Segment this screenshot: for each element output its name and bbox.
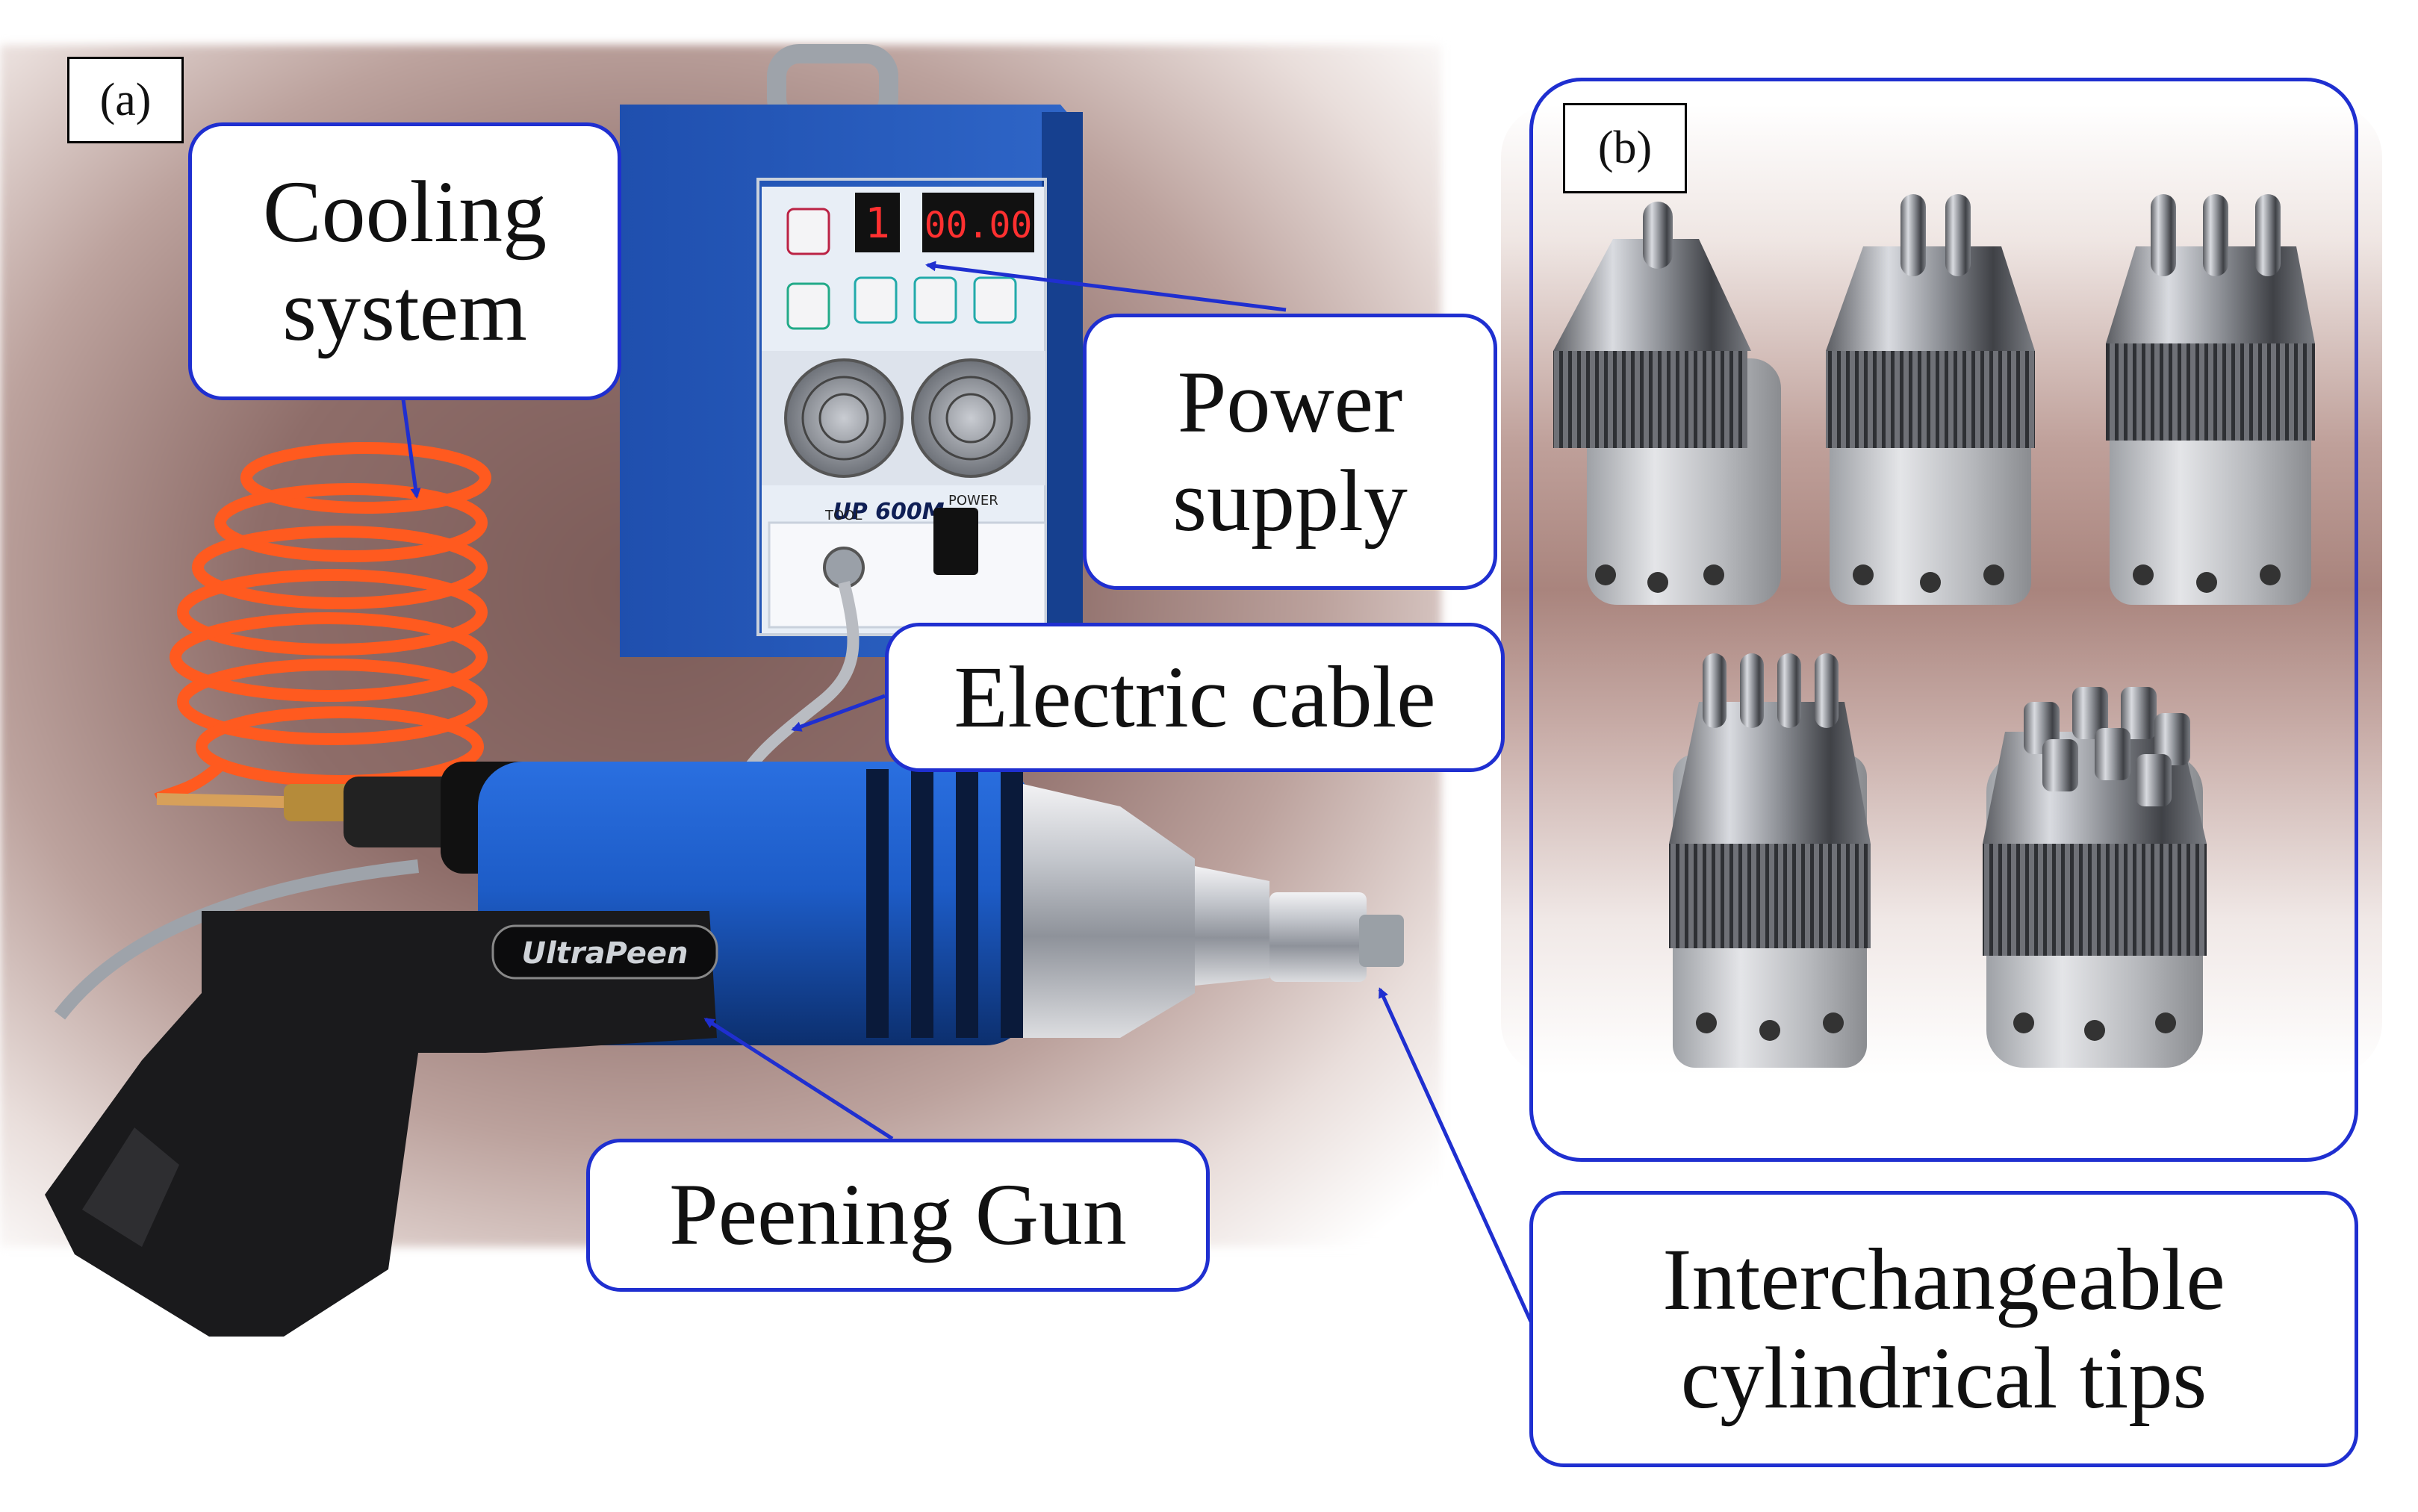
power-switch[interactable] [933, 508, 978, 575]
tool-label: TOOL [824, 508, 862, 523]
select-button[interactable] [913, 276, 957, 324]
tip-2 [1826, 194, 2035, 605]
cable-arrow [791, 694, 886, 732]
set-button[interactable] [973, 276, 1017, 324]
power-label: POWER [948, 493, 998, 508]
peening-gun-label: Peening Gun [586, 1139, 1210, 1292]
display-right: 00.00 [924, 205, 1033, 246]
tips-arrow [1378, 987, 1533, 1323]
cooling-arrow [401, 399, 421, 499]
start-stop-button[interactable] [786, 282, 830, 330]
tip-5 [1983, 687, 2207, 1068]
tip-1 [1553, 202, 1781, 605]
panel-b-tag: (b) [1563, 103, 1687, 193]
power-supply-unit: 1 00.00 UP 600M TOOL POWER [620, 44, 1083, 657]
gun-brand-label: UltraPeen [521, 936, 688, 971]
peening-gun: UltraPeen [45, 762, 1404, 1337]
cooling-system-label: Cooling system [188, 122, 621, 400]
power-arrow [925, 261, 1287, 312]
tool-connector [823, 547, 865, 588]
electric-cable [733, 581, 860, 787]
tip-4 [1669, 653, 1871, 1068]
power-supply-label: Power supply [1083, 314, 1497, 590]
gun-arrow [703, 1017, 894, 1141]
panel-a-tag: (a) [67, 57, 184, 143]
control-button[interactable] [786, 208, 830, 255]
display-left: 1 [865, 199, 890, 248]
cooling-hose [154, 442, 491, 805]
electric-cable-label: Electric cable [885, 623, 1505, 772]
model-label: UP 600M [833, 499, 944, 525]
set-range-button[interactable] [854, 276, 898, 324]
interchangeable-tips-label: Interchangeable cylindrical tips [1529, 1191, 2358, 1467]
panel-b-frame [1529, 78, 2358, 1162]
tip-3 [2106, 194, 2315, 605]
